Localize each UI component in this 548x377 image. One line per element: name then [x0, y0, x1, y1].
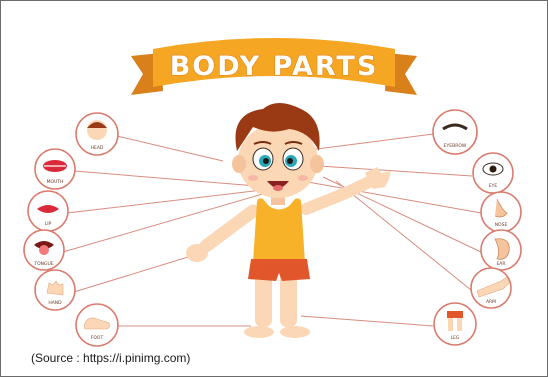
label-mouth: MOUTH	[35, 149, 75, 189]
label-eyebrow: EYEBROW	[433, 110, 477, 154]
nose-label: NOSE	[495, 222, 508, 228]
head-label: HEAD	[91, 145, 104, 151]
label-foot: FOOT	[76, 304, 118, 346]
label-tongue: TONGUE	[24, 230, 64, 270]
label-arm: ARM	[471, 268, 511, 308]
label-nose: NOSE	[481, 192, 521, 232]
source-caption: (Source : https://i.pinimg.com)	[31, 351, 190, 365]
hand-label: HAND	[48, 300, 62, 306]
label-eye: EYE	[473, 153, 513, 193]
tongue-label: TONGUE	[33, 261, 53, 267]
label-head: HEAD	[76, 113, 118, 155]
boy-figure	[186, 103, 391, 338]
lip-label: LIP	[45, 221, 52, 227]
banner-title: BODY PARTS	[170, 51, 379, 82]
ear-label: EAR	[496, 261, 505, 267]
leg-label: LEG	[451, 335, 460, 341]
label-ear: EAR	[481, 230, 521, 270]
arm-label: ARM	[486, 299, 496, 305]
label-hand: HAND	[35, 270, 75, 310]
eyebrow-label: EYEBROW	[444, 143, 467, 149]
mouth-label: MOUTH	[47, 179, 64, 185]
foot-label: FOOT	[91, 335, 104, 341]
label-leg: LEG	[434, 303, 476, 345]
label-lip: LIP	[28, 191, 68, 231]
title-banner: BODY PARTS	[131, 38, 417, 95]
eye-label: EYE	[489, 183, 498, 189]
